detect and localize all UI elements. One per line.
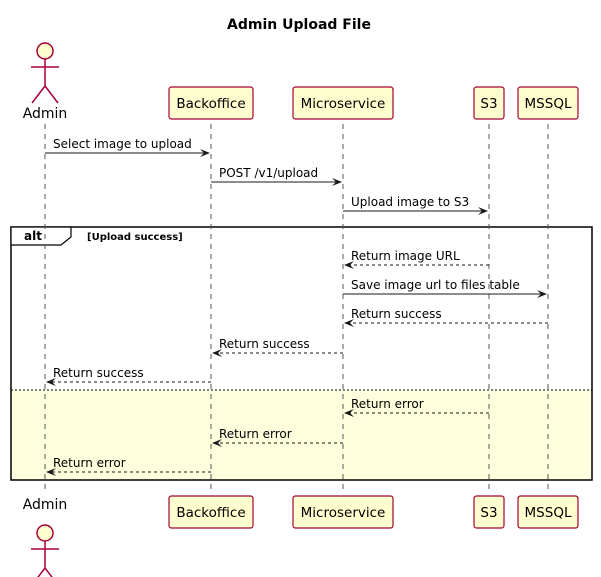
message-1: Select image to upload bbox=[45, 137, 210, 157]
message-label: Save image url to files table bbox=[351, 278, 520, 292]
participant-label: MSSQL bbox=[525, 96, 572, 112]
participant-label: Backoffice bbox=[176, 505, 245, 521]
message-label: Return error bbox=[219, 427, 292, 441]
arrowhead bbox=[478, 207, 488, 215]
actor-leg-right bbox=[44, 567, 53, 577]
message-5: Save image url to files table bbox=[343, 278, 547, 298]
message-label: Return error bbox=[53, 456, 126, 470]
message-label: Return success bbox=[53, 366, 144, 380]
message-label: Return success bbox=[351, 307, 442, 321]
message-label: POST /v1/upload bbox=[219, 166, 318, 180]
participant-box bbox=[517, 495, 579, 529]
arrowhead bbox=[332, 178, 342, 186]
participant-box bbox=[473, 495, 505, 529]
message-2: POST /v1/upload bbox=[211, 166, 342, 186]
alt-frame: alt [Upload success] bbox=[10, 226, 593, 481]
actor-head bbox=[36, 524, 54, 542]
lifelines bbox=[44, 124, 549, 494]
alt-frame-tab bbox=[10, 226, 72, 246]
alt-condition: [Upload success] bbox=[87, 232, 183, 243]
participant-box bbox=[292, 86, 394, 120]
participant-box bbox=[168, 86, 254, 120]
message-6: Return success bbox=[344, 307, 548, 327]
participants: AdminAdminBackofficeBackofficeMicroservi… bbox=[23, 42, 579, 577]
participant-backoffice-bottom: Backoffice bbox=[168, 495, 254, 529]
participant-s3-bottom: S3 bbox=[473, 495, 505, 529]
participant-mssql-bottom: MSSQL bbox=[517, 495, 579, 529]
participant-label: MSSQL bbox=[525, 505, 572, 521]
message-label: Upload image to S3 bbox=[351, 195, 469, 209]
arrowhead bbox=[200, 149, 210, 157]
actor-admin-bottom: Admin bbox=[23, 497, 68, 577]
message-4: Return image URL bbox=[344, 249, 489, 269]
arrowhead bbox=[344, 319, 354, 327]
participant-label: Backoffice bbox=[176, 96, 245, 112]
message-label: Return error bbox=[351, 397, 424, 411]
message-8: Return success bbox=[46, 366, 211, 386]
alt-keyword: alt bbox=[24, 229, 42, 243]
message-10: Return error bbox=[212, 427, 343, 447]
arrowhead bbox=[537, 290, 547, 298]
participant-microservice-bottom: Microservice bbox=[292, 495, 394, 529]
alt-else-region bbox=[11, 390, 592, 480]
arrowhead bbox=[344, 409, 354, 417]
actor-leg-left bbox=[31, 85, 46, 104]
actor-admin-top: Admin bbox=[23, 42, 68, 122]
participant-label: Admin bbox=[23, 106, 68, 122]
participant-backoffice-top: Backoffice bbox=[168, 86, 254, 120]
participant-s3-top: S3 bbox=[473, 86, 505, 120]
actor-head bbox=[36, 42, 54, 60]
arrowhead bbox=[46, 378, 56, 386]
actor-leg-right bbox=[44, 85, 59, 104]
actor-leg-left bbox=[37, 567, 46, 577]
participant-box bbox=[292, 495, 394, 529]
arrowhead bbox=[212, 349, 222, 357]
participant-microservice-top: Microservice bbox=[292, 86, 394, 120]
participant-box bbox=[517, 86, 579, 120]
message-7: Return success bbox=[212, 337, 343, 357]
message-11: Return error bbox=[46, 456, 211, 476]
participant-box bbox=[473, 86, 505, 120]
message-label: Select image to upload bbox=[53, 137, 192, 151]
arrowhead bbox=[212, 439, 222, 447]
message-label: Return success bbox=[219, 337, 310, 351]
participant-label: Microservice bbox=[301, 505, 386, 521]
arrowhead bbox=[344, 261, 354, 269]
alt-frame-border bbox=[10, 226, 593, 481]
participant-mssql-top: MSSQL bbox=[517, 86, 579, 120]
arrowhead bbox=[46, 468, 56, 476]
participant-label: S3 bbox=[480, 96, 497, 112]
diagram-title: Admin Upload File bbox=[227, 17, 371, 33]
message-3: Upload image to S3 bbox=[343, 195, 488, 215]
message-label: Return image URL bbox=[351, 249, 460, 263]
participant-box bbox=[168, 495, 254, 529]
message-9: Return error bbox=[344, 397, 489, 417]
participant-label: Admin bbox=[23, 497, 68, 513]
participant-label: Microservice bbox=[301, 96, 386, 112]
participant-label: S3 bbox=[480, 505, 497, 521]
